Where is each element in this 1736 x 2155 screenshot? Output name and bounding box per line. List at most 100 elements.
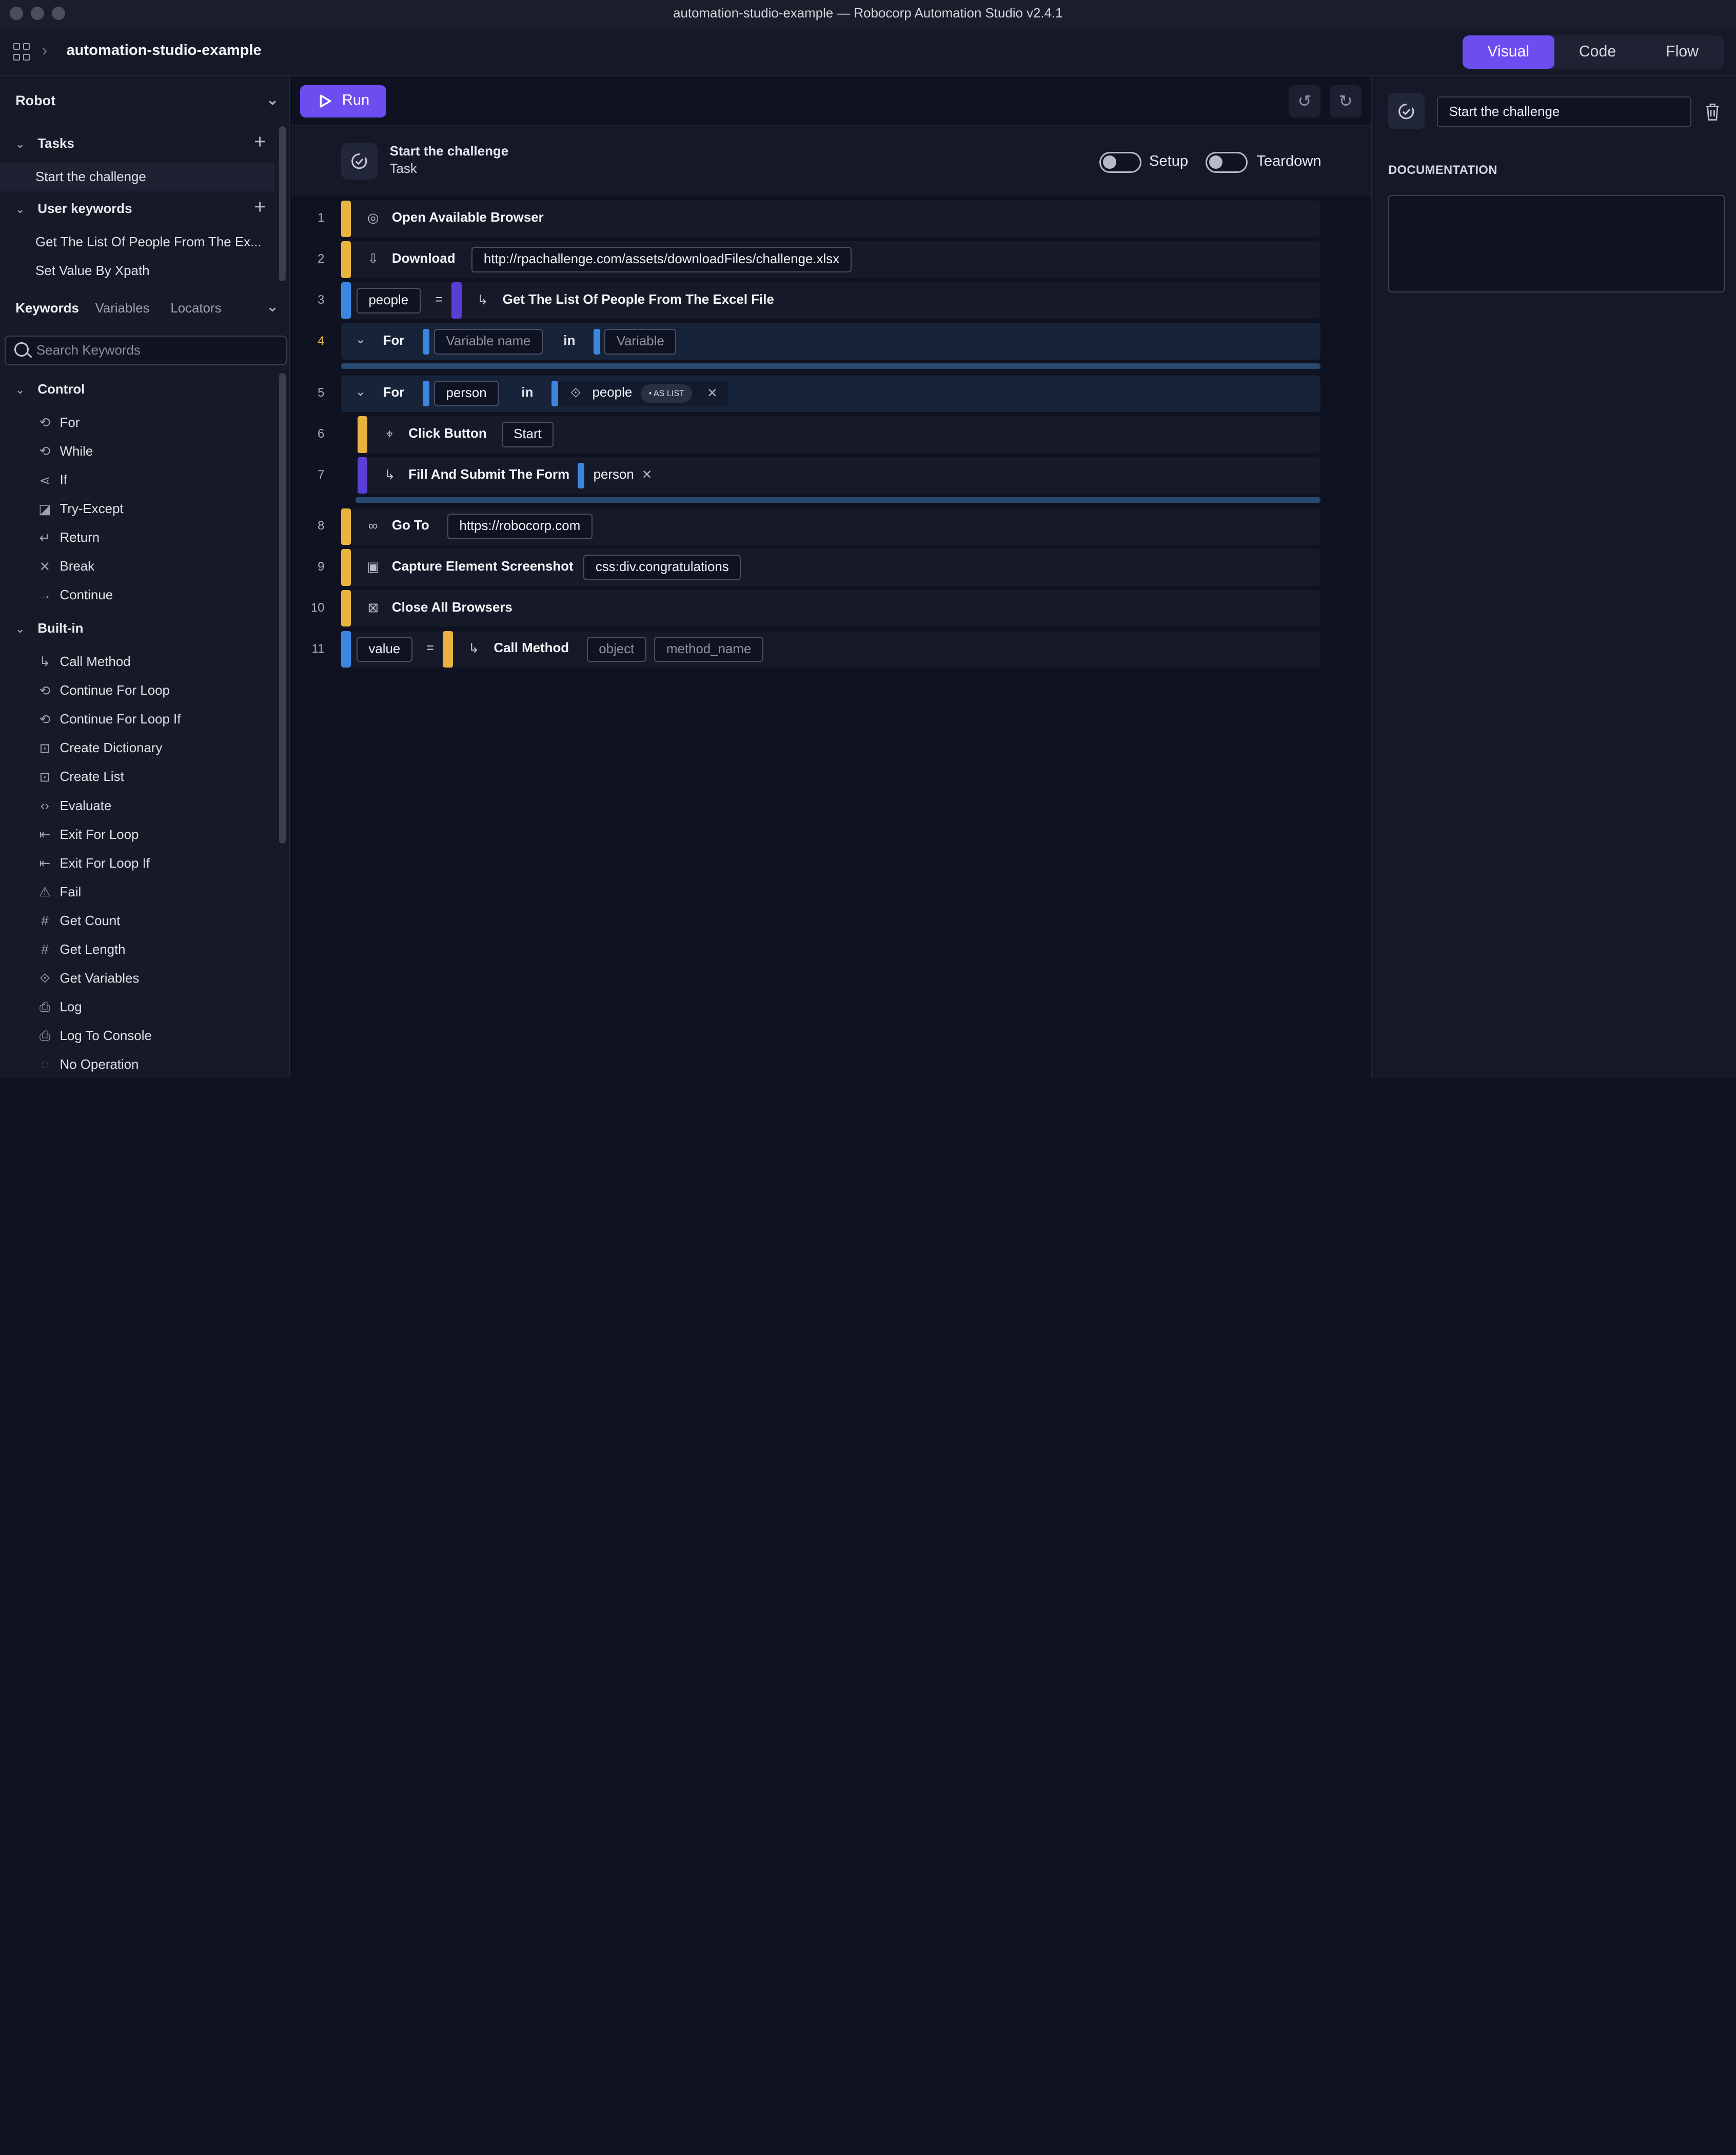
add-keyword-icon[interactable]: + bbox=[254, 195, 266, 218]
keyword-item[interactable]: ↵Return bbox=[0, 525, 274, 552]
argument-field[interactable]: method_name bbox=[654, 636, 763, 662]
keyword-item[interactable]: ⚠Fail bbox=[0, 879, 274, 906]
argument-value[interactable]: person bbox=[593, 467, 634, 482]
tree-scrollbar[interactable] bbox=[279, 126, 286, 282]
keyword-item[interactable]: ⋖If bbox=[0, 467, 274, 494]
tab-keywords[interactable]: Keywords bbox=[15, 301, 79, 316]
keyword-item[interactable]: #Get Length bbox=[0, 937, 274, 964]
keyword-item[interactable]: ⇤Exit For Loop If bbox=[0, 850, 274, 877]
remove-icon[interactable]: × bbox=[707, 383, 717, 402]
zoom-window-button[interactable] bbox=[52, 6, 66, 20]
collapse-caret-icon[interactable]: ⌄ bbox=[355, 333, 366, 347]
builtin-group-header[interactable]: ⌄Built-in bbox=[0, 616, 274, 642]
keyword-item[interactable]: →Continue bbox=[0, 582, 274, 609]
project-name: automation-studio-example bbox=[66, 42, 262, 58]
argument-field[interactable]: Start bbox=[501, 422, 554, 447]
step-keyword: Download bbox=[391, 251, 456, 266]
keyword-item[interactable]: ⊡Create Dictionary bbox=[0, 735, 274, 762]
close-window-button[interactable] bbox=[10, 6, 24, 20]
argument-field[interactable]: https://robocorp.com bbox=[447, 514, 593, 539]
keyword-item[interactable]: ⟲Continue For Loop If bbox=[0, 707, 274, 733]
step-row[interactable]: ◎ Open Available Browser bbox=[341, 200, 1321, 237]
redo-button[interactable]: ↻ bbox=[1329, 85, 1362, 117]
loop-value-field[interactable]: Variable bbox=[604, 328, 677, 355]
hash-icon: # bbox=[41, 913, 49, 928]
trash-icon[interactable] bbox=[1704, 102, 1722, 122]
keyword-label: Get Length bbox=[60, 943, 126, 957]
tab-visual[interactable]: Visual bbox=[1462, 35, 1554, 69]
search-input[interactable] bbox=[36, 341, 280, 361]
argument-field[interactable]: object bbox=[586, 636, 646, 662]
for-loop-row[interactable]: ⌄ For person in ⟐ people • AS LIST × bbox=[341, 375, 1321, 412]
keyword-item[interactable]: ⟐Get Variables bbox=[0, 966, 274, 992]
step-row[interactable]: ⊠ Close All Browsers bbox=[341, 590, 1321, 627]
for-loop-row[interactable]: ⌄ For Variable name in Variable bbox=[341, 323, 1321, 360]
assign-variable-field[interactable]: people bbox=[356, 288, 421, 314]
argument-field[interactable]: http://rpachallenge.com/assets/downloadF… bbox=[471, 247, 852, 272]
loop-variable-field[interactable]: person bbox=[433, 381, 499, 406]
apps-grid-icon[interactable] bbox=[13, 43, 31, 61]
group-label: Built-in bbox=[37, 621, 84, 636]
assign-variable-field[interactable]: value bbox=[356, 636, 412, 662]
collapse-caret-icon[interactable]: ⌄ bbox=[355, 385, 366, 399]
user-keywords-section-header[interactable]: ⌄ User keywords + bbox=[0, 195, 277, 224]
remove-icon[interactable]: × bbox=[642, 465, 652, 484]
undo-button[interactable]: ↺ bbox=[1288, 85, 1321, 117]
warning-icon: ⚠ bbox=[38, 885, 51, 900]
keyword-item[interactable]: ⎙Log bbox=[0, 994, 274, 1021]
argument-field[interactable]: css:div.congratulations bbox=[583, 555, 741, 580]
keyword-item[interactable]: ‹›Evaluate bbox=[0, 793, 274, 819]
user-keyword-item[interactable]: Get The List Of People From The Ex... bbox=[35, 235, 262, 250]
keyword-item[interactable]: ⟲Continue For Loop bbox=[0, 678, 274, 704]
group-label: Control bbox=[37, 382, 85, 397]
keyword-scrollbar[interactable] bbox=[279, 373, 286, 844]
keyword-item[interactable]: #Get Count bbox=[0, 908, 274, 935]
step-row[interactable]: ↳ Fill And Submit The Form person × bbox=[358, 457, 1321, 494]
tab-code[interactable]: Code bbox=[1579, 43, 1616, 61]
loop-variable-field[interactable]: Variable name bbox=[433, 328, 543, 355]
keyword-item[interactable]: ⟲For bbox=[0, 409, 274, 436]
add-task-icon[interactable]: + bbox=[254, 130, 266, 153]
step-row[interactable]: people = ↳ Get The List Of People From T… bbox=[341, 282, 1321, 319]
line-number: 9 bbox=[318, 560, 325, 574]
loop-end-bar bbox=[341, 363, 1321, 369]
step-row[interactable]: value = ↳ Call Method object method_name bbox=[341, 631, 1321, 668]
keyword-item[interactable]: ⟲While bbox=[0, 439, 274, 465]
tab-flow[interactable]: Flow bbox=[1666, 43, 1699, 61]
tab-variables[interactable]: Variables bbox=[95, 301, 150, 316]
tab-locators[interactable]: Locators bbox=[170, 301, 222, 316]
keyword-item[interactable]: ◪Try-Except bbox=[0, 496, 274, 523]
run-button[interactable]: Run bbox=[300, 85, 387, 117]
user-keyword-item[interactable]: Set Value By Xpath bbox=[35, 264, 150, 279]
caret-down-icon: ⌄ bbox=[15, 202, 25, 215]
keyword-item[interactable]: ⎙Log To Console bbox=[0, 1023, 274, 1050]
chevron-down-icon[interactable]: ⌄ bbox=[266, 298, 279, 316]
robot-selector[interactable]: Robot ⌄ bbox=[0, 77, 289, 124]
keyword-item[interactable]: ◌No Operation bbox=[0, 1052, 274, 1078]
step-keyword: For bbox=[383, 333, 405, 348]
step-row[interactable]: ⌖ Click Button Start bbox=[358, 416, 1321, 453]
task-header: Start the challenge Task Setup Teardown bbox=[291, 127, 1371, 196]
documentation-field[interactable] bbox=[1388, 194, 1725, 292]
keyword-item[interactable]: ↳Call Method bbox=[0, 649, 274, 676]
task-kind: Task bbox=[389, 162, 417, 177]
step-row[interactable]: ⇩ Download http://rpachallenge.com/asset… bbox=[341, 241, 1321, 278]
try-icon: ◪ bbox=[38, 502, 51, 517]
tasks-label: Tasks bbox=[37, 136, 74, 151]
task-name-field[interactable]: Start the challenge bbox=[1436, 96, 1692, 128]
tasks-section-header[interactable]: ⌄ Tasks + bbox=[0, 129, 277, 158]
call-icon: ↳ bbox=[39, 655, 51, 670]
keyword-item[interactable]: ✕Break bbox=[0, 554, 274, 580]
minimize-window-button[interactable] bbox=[31, 6, 45, 20]
line-number: 4 bbox=[318, 334, 325, 348]
step-row[interactable]: ▣ Capture Element Screenshot css:div.con… bbox=[341, 549, 1321, 586]
setup-toggle[interactable] bbox=[1099, 151, 1141, 173]
keyword-item[interactable]: ⇤Exit For Loop bbox=[0, 821, 274, 848]
task-item[interactable]: Start the challenge bbox=[0, 163, 275, 192]
step-row[interactable]: ∞ Go To https://robocorp.com bbox=[341, 508, 1321, 545]
control-group-header[interactable]: ⌄Control bbox=[0, 377, 274, 403]
window-title: automation-studio-example — Robocorp Aut… bbox=[673, 6, 1063, 21]
keyword-item[interactable]: ⊡Create List bbox=[0, 764, 274, 791]
teardown-toggle[interactable] bbox=[1206, 151, 1248, 173]
as-list-badge[interactable]: • AS LIST bbox=[641, 384, 693, 403]
